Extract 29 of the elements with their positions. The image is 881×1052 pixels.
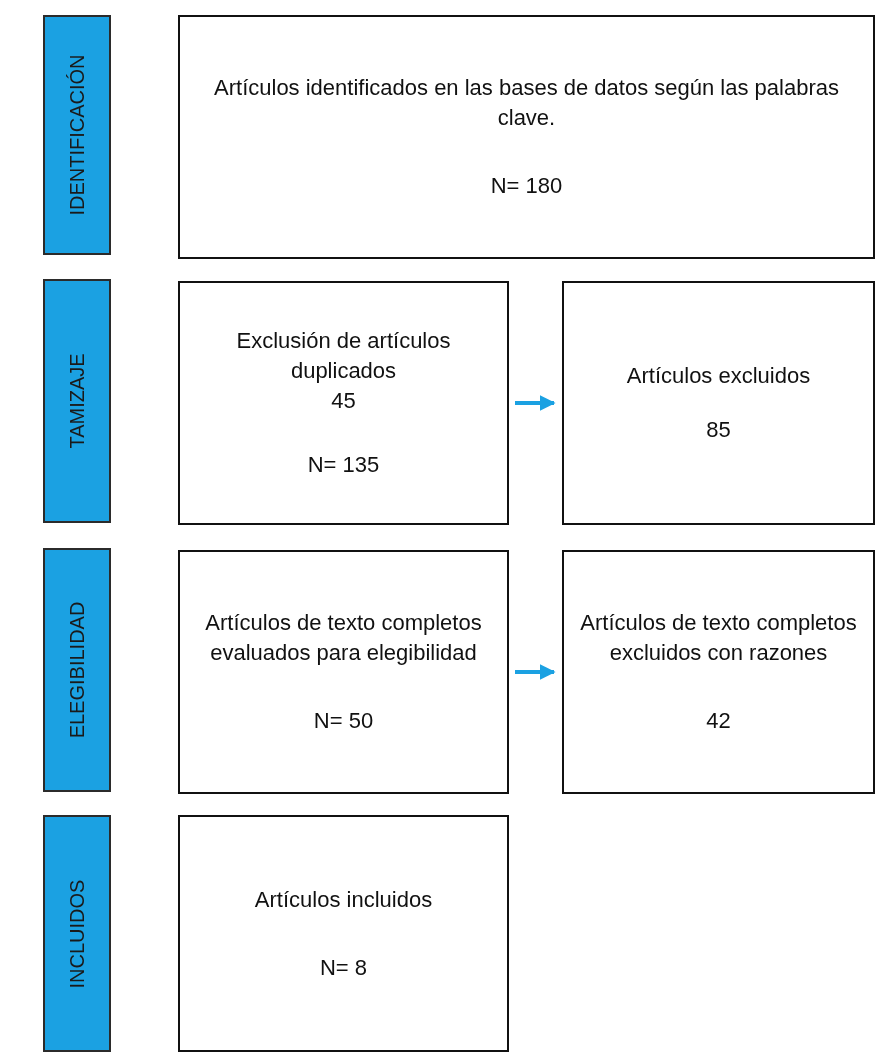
stage-label: IDENTIFICACIÓN (65, 54, 89, 216)
stage-label: TAMIZAJE (65, 353, 89, 449)
box-text: Artículos identificados en las bases de datos según las palabras clave. (213, 74, 840, 132)
box-text: 45 (331, 387, 356, 415)
box-text: Artículos de texto completos evaluados para elegibilidad (204, 609, 483, 667)
process-box (178, 550, 509, 794)
stage-label: INCLUIDOS (65, 879, 89, 988)
stage-band (43, 279, 111, 523)
stage-label: ELEGIBILIDAD (65, 601, 89, 739)
box-text: 85 (706, 416, 731, 444)
stage-band (43, 548, 111, 792)
process-box (562, 281, 875, 525)
arrow (515, 664, 556, 680)
box-text: 42 (706, 707, 731, 735)
box-text: N= 180 (490, 172, 563, 200)
stage-band (43, 815, 111, 1052)
box-text: Exclusión de artículos duplicados (235, 327, 452, 385)
arrow (515, 395, 556, 411)
process-box (178, 815, 509, 1052)
process-box (178, 281, 509, 525)
stage-band (43, 15, 111, 255)
process-box (178, 15, 875, 259)
box-text: Artículos excluidos (626, 362, 811, 390)
box-text: Artículos incluidos (254, 885, 433, 914)
process-box (562, 550, 875, 794)
box-text: Artículos de texto completos excluidos con razones (579, 609, 858, 667)
box-text: N= 135 (307, 451, 380, 479)
box-text: N= 50 (313, 707, 374, 735)
box-text: N= 8 (319, 953, 368, 982)
